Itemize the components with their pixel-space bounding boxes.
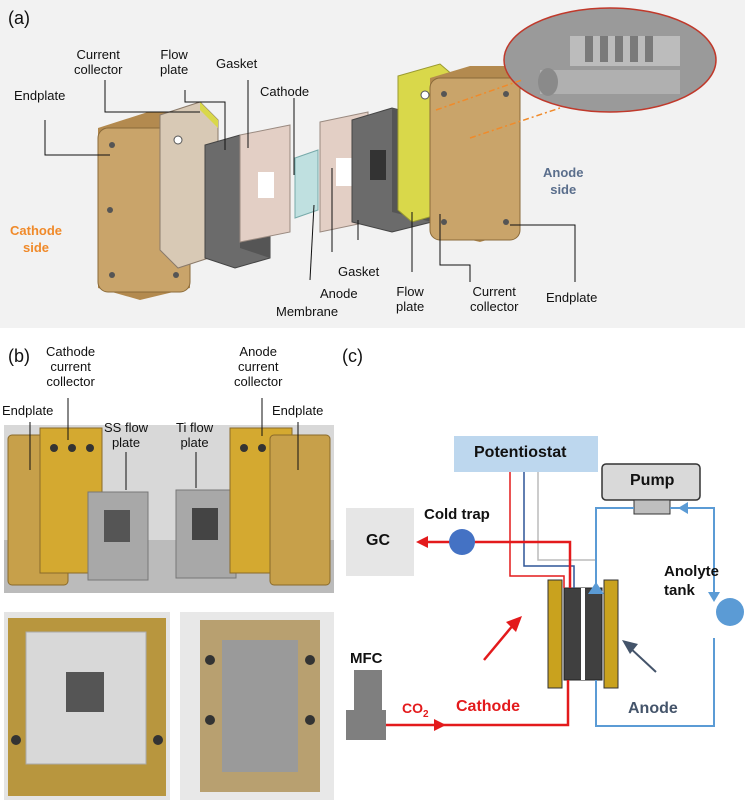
label-cathode-side: Cathode side bbox=[10, 223, 62, 255]
exploded-cell-illustration bbox=[44, 7, 717, 300]
label-gc: GC bbox=[366, 532, 390, 549]
label-endplate-left: Endplate bbox=[14, 88, 66, 103]
label-endplate-right: Endplate bbox=[546, 290, 598, 305]
label-flow-plate-left: Flow plate bbox=[160, 47, 189, 77]
panel-a-label: (a) bbox=[8, 8, 30, 28]
gc-box bbox=[346, 508, 414, 576]
label-current-collector-right: Current collector bbox=[470, 284, 519, 314]
potentiostat-box bbox=[454, 436, 598, 472]
label-anode: Anode bbox=[320, 286, 358, 301]
leader-lines bbox=[44, 80, 576, 282]
photo-leader-lines bbox=[29, 398, 299, 490]
cold-trap bbox=[449, 529, 475, 555]
label-membrane: Membrane bbox=[276, 304, 339, 319]
electrochemical-cell bbox=[547, 579, 619, 689]
label-co2: CO2 bbox=[402, 700, 429, 720]
label-anolyte-tank: Anolyte tank bbox=[664, 563, 720, 599]
panel-c-label: (c) bbox=[342, 346, 363, 366]
label-gasket-right: Gasket bbox=[338, 264, 380, 279]
label-b-anode-current-collector: Anode current collector bbox=[234, 344, 283, 389]
label-anode-c: Anode bbox=[628, 700, 678, 717]
label-current-collector-left: Current collector bbox=[74, 47, 123, 77]
label-gasket-left: Gasket bbox=[216, 56, 258, 71]
panel-b-photographs: (b) Endplate Cathode current collector S… bbox=[0, 340, 338, 800]
panel-c-schematic: (c) Potentiostat Pump GC Cold trap Anoly… bbox=[338, 340, 745, 800]
label-b-ti-flow-plate: Ti flow plate bbox=[176, 420, 214, 450]
label-b-endplate-left: Endplate bbox=[2, 403, 54, 418]
photo-flow-plate-assembly bbox=[4, 612, 170, 800]
panel-b-label: (b) bbox=[8, 346, 30, 366]
photo-assembled-cell bbox=[180, 612, 334, 800]
label-b-ss-flow-plate: SS flow plate bbox=[104, 420, 149, 450]
label-b-endplate-right: Endplate bbox=[272, 403, 324, 418]
left-gasket bbox=[239, 124, 291, 243]
anode-electrolyte-loop bbox=[588, 502, 720, 727]
label-anode-side: Anode side bbox=[543, 165, 584, 197]
label-potentiostat: Potentiostat bbox=[474, 444, 567, 461]
label-flow-plate-right: Flow plate bbox=[396, 284, 425, 314]
anolyte-tank bbox=[716, 598, 744, 626]
flow-channel-zoom-inset bbox=[435, 7, 717, 139]
label-b-cathode-current-collector: Cathode current collector bbox=[46, 344, 96, 389]
potentiostat-wires bbox=[509, 472, 597, 588]
cathode-gas-line bbox=[386, 536, 572, 731]
label-pump: Pump bbox=[630, 472, 675, 489]
label-cathode: Cathode bbox=[260, 84, 310, 99]
label-mfc: MFC bbox=[350, 650, 383, 667]
label-cathode-c: Cathode bbox=[456, 698, 520, 715]
label-cold-trap: Cold trap bbox=[424, 506, 490, 523]
panel-a-exploded-view: (a) Endplate Current collector Flow plat… bbox=[0, 0, 745, 328]
right-endplate bbox=[429, 66, 521, 242]
flow-schematic bbox=[346, 436, 744, 740]
photo-disassembled-cell bbox=[4, 425, 334, 593]
cell-photographs bbox=[4, 398, 334, 800]
mfc-device bbox=[346, 670, 386, 740]
